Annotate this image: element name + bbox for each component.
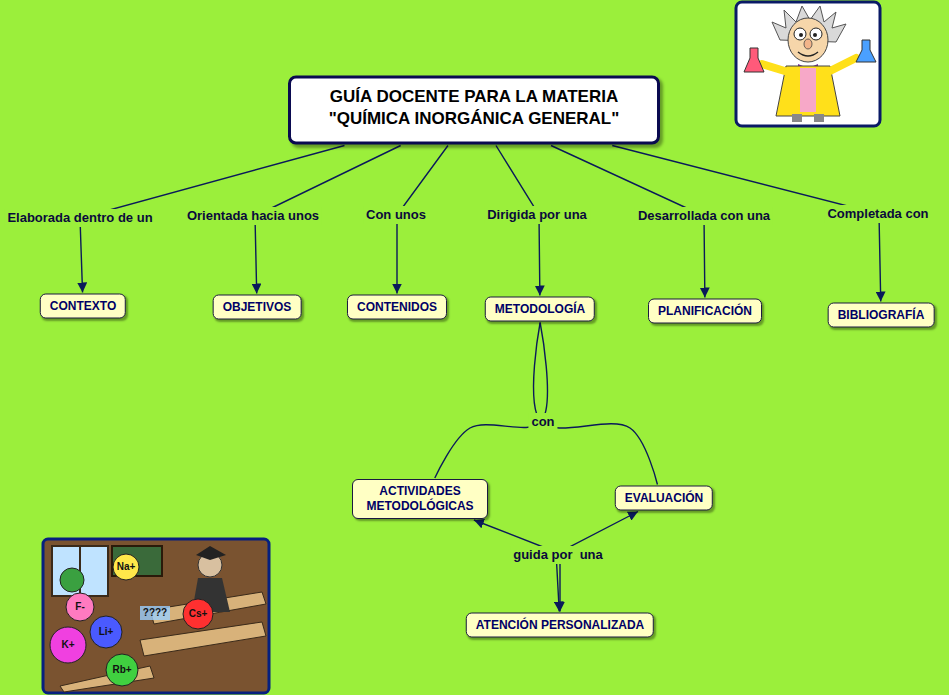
connector (612, 146, 880, 302)
concept-text: CONTENIDOS (357, 300, 437, 315)
link-phrase: Con unos (363, 206, 429, 224)
ion-label: ???? (143, 607, 167, 619)
ion-label: Rb+ (112, 664, 131, 676)
connector (534, 323, 658, 485)
classroom-picture (43, 539, 269, 693)
concept-box: CONTEXTO (40, 294, 126, 319)
concept-box: OBJETIVOS (213, 295, 302, 320)
concept-box: ACTIVIDADES METODOLÓGICAS (352, 479, 488, 519)
concept-box: METODOLOGÍA (485, 297, 595, 322)
link-phrase: Completada con (824, 205, 931, 223)
link-phrase: con (528, 413, 557, 431)
concept-text: BIBLIOGRAFÍA (838, 308, 925, 323)
concept-text: METODOLOGÍA (495, 302, 585, 317)
ion-label: K+ (61, 639, 74, 651)
link-phrase: guida por una (510, 546, 606, 564)
ion-label: F- (75, 601, 84, 613)
link-phrase: Elaborada dentro de un (4, 209, 155, 227)
concept-text: GUÍA DOCENTE PARA LA MATERIA "QUÍMICA IN… (301, 86, 647, 130)
connector (435, 323, 548, 479)
link-phrase: Orientada hacia unos (184, 207, 322, 225)
concept-text: ATENCIÓN PERSONALIZADA (476, 618, 644, 633)
ion-label: Cs+ (189, 608, 208, 620)
title-box: GUÍA DOCENTE PARA LA MATERIA "QUÍMICA IN… (288, 76, 660, 145)
concept-box: EVALUACIÓN (615, 486, 713, 511)
concept-text: PLANIFICACIÓN (658, 304, 752, 319)
connector (474, 520, 559, 612)
concept-box: CONTENIDOS (347, 295, 447, 320)
ion-label: Na+ (117, 561, 136, 573)
concept-text: CONTEXTO (50, 299, 116, 314)
concept-box: BIBLIOGRAFÍA (828, 303, 935, 328)
ion-label: Li+ (99, 626, 114, 638)
concept-text: ACTIVIDADES METODOLÓGICAS (362, 484, 478, 514)
link-phrase: Dirigida por una (484, 206, 590, 224)
concept-text: EVALUACIÓN (625, 491, 703, 506)
concept-text: OBJETIVOS (223, 300, 292, 315)
concept-box: PLANIFICACIÓN (648, 299, 762, 324)
link-phrase: Desarrollada con una (635, 207, 773, 225)
concept-box: ATENCIÓN PERSONALIZADA (466, 613, 654, 638)
scientist-picture (736, 2, 880, 126)
